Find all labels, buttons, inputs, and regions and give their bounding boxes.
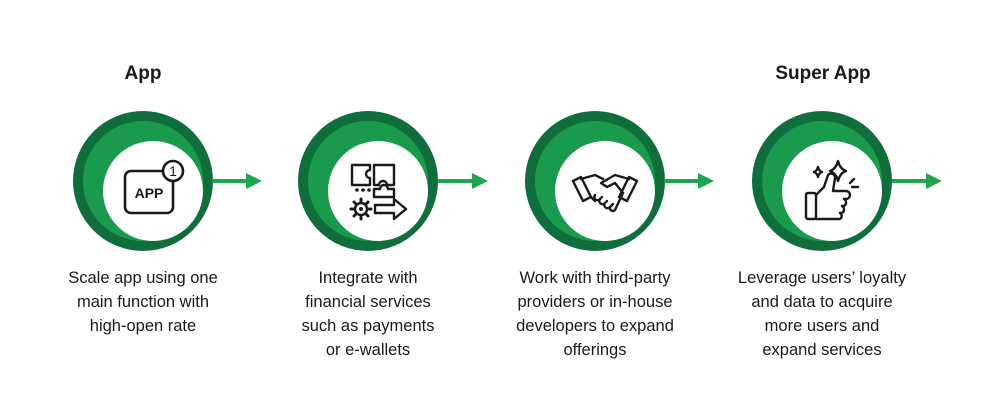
stage-4-arrow [892, 173, 942, 189]
app-badge-count: 1 [169, 163, 177, 179]
stage-4-circle [752, 111, 892, 251]
stage-2-arrow [438, 173, 488, 189]
stage-4-line-1: Leverage users’ loyalty [737, 269, 907, 287]
stage-2-circle [298, 111, 438, 251]
handshake-icon [571, 173, 639, 213]
stage-1-arrow [212, 173, 262, 189]
stage-4-description: Leverage users’ loyalty and data to acqu… [717, 266, 927, 362]
stage-3-description: Work with third-party providers or in-ho… [490, 266, 700, 362]
stage-4-line-4: expand services [762, 341, 882, 359]
stage-2-line-3: such as payments [301, 317, 435, 335]
stage-1-line-1: Scale app using one [68, 269, 218, 287]
stage-3-circle [525, 111, 665, 251]
app-badge-icon: 1 APP [123, 159, 185, 215]
stage-1-line-2: main function with [76, 293, 210, 311]
heading-super-app: Super App [775, 63, 871, 84]
thumbs-up-sparkle-icon [804, 159, 860, 221]
stage-3-line-2: providers or in-house [517, 293, 673, 311]
app-icon-label: APP [135, 185, 164, 201]
stage-2-description: Integrate with financial services such a… [263, 266, 473, 362]
stage-4-line-2: and data to acquire [751, 293, 893, 311]
stage-2-line-2: financial services [305, 293, 431, 311]
stage-2-line-4: or e-wallets [325, 341, 411, 359]
stage-1-description: Scale app using one main function with h… [38, 266, 248, 338]
stage-1-circle: 1 APP [73, 111, 213, 251]
heading-app: App [124, 63, 162, 84]
stage-3-line-4: offerings [563, 341, 627, 359]
stage-1-line-3: high-open rate [89, 317, 197, 335]
stage-3-line-3: developers to expand [516, 317, 674, 335]
stage-3-arrow [664, 173, 714, 189]
puzzle-gear-icon [349, 163, 408, 221]
stage-3-line-1: Work with third-party [519, 269, 671, 287]
stage-2-line-1: Integrate with [318, 269, 418, 287]
stage-4-line-3: more users and [764, 317, 880, 335]
